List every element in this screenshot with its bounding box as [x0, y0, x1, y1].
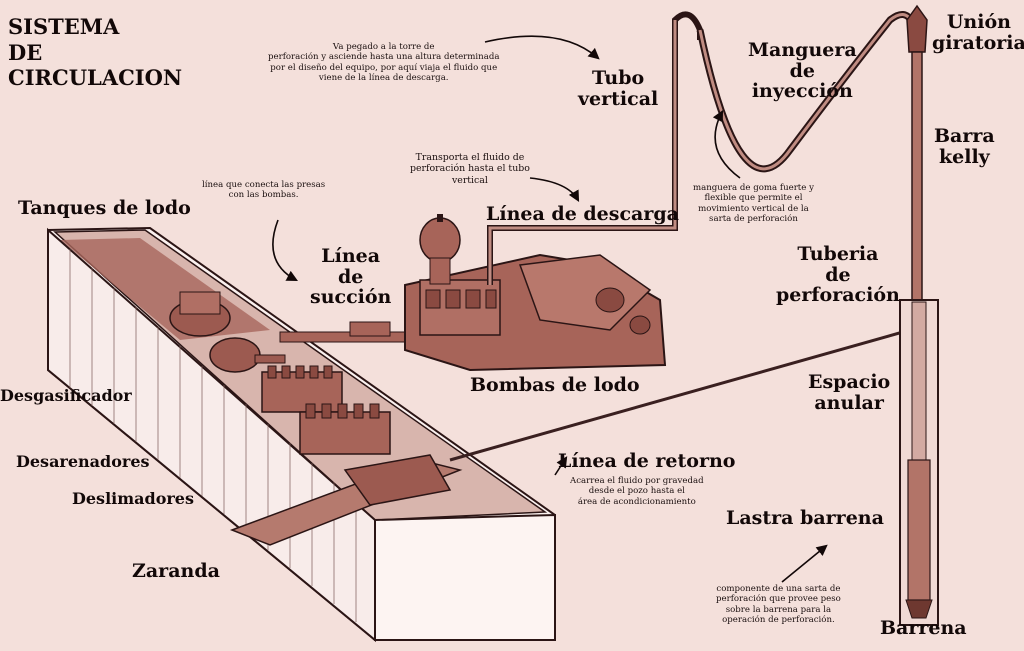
note-line: por el diseño del equipo, por aquí viaja…	[270, 62, 498, 73]
note-linea-succion: línea que conecta las presas con las bom…	[202, 180, 325, 201]
note-tubo-vertical: Va pegado a la torre de perforación y as…	[268, 42, 499, 84]
label-line: giratoria	[932, 31, 1024, 54]
title-line: DE	[8, 39, 43, 65]
arrow-lastra	[781, 544, 828, 583]
label-line: Espacio	[808, 371, 891, 393]
note-lastra-barrena: componente de una sarta de perforación q…	[716, 584, 841, 626]
label-line: kelly	[938, 145, 990, 168]
note-line: sobre la barrena para la	[725, 604, 832, 615]
label-line: de	[789, 59, 816, 82]
note-manguera: manguera de goma fuerte y flexible que p…	[693, 183, 814, 225]
label-linea-succion: Línea de succión	[310, 246, 391, 308]
note-line: perforación que provee peso	[716, 594, 841, 605]
label-line: Manguera	[748, 39, 857, 61]
note-line: manguera de goma fuerte y	[693, 183, 814, 193]
suction-line	[279, 321, 411, 343]
label-barra-kelly: Barra kelly	[934, 126, 995, 167]
label-tubo-vertical: Tubo vertical	[578, 68, 658, 109]
label-barrena: Barrena	[880, 617, 967, 639]
arrow-linea-retorno	[554, 456, 568, 476]
label-union-giratoria: Unión giratoria	[932, 12, 1024, 53]
label-line: Tuberia	[797, 243, 879, 265]
label-tanques-lodo: Tanques de lodo	[18, 197, 191, 219]
label-line: Línea	[321, 245, 381, 267]
label-line: Tubo	[592, 67, 645, 89]
label-line: de	[337, 265, 364, 288]
note-line: perforación hasta el tubo	[410, 163, 530, 175]
label-line: succión	[310, 286, 392, 309]
arrow-manguera	[712, 110, 741, 179]
mud-tank	[47, 226, 556, 643]
label-manguera: Manguera de inyección	[748, 40, 857, 102]
return-line	[449, 328, 911, 462]
note-line: perforación y asciende hasta una altura …	[268, 52, 500, 63]
title-line: CIRCULACION	[8, 65, 183, 91]
label-line: vertical	[578, 87, 659, 110]
label-deslimadores: Deslimadores	[72, 489, 194, 508]
note-line: viene de la línea de descarga.	[318, 73, 449, 84]
note-line: flexible que permite el	[704, 193, 803, 204]
note-line: sarta de perforación	[709, 214, 798, 225]
note-line: Acarrea el fluido por gravedad	[570, 476, 704, 486]
label-bombas-lodo: Bombas de lodo	[470, 374, 640, 396]
note-line: operación de perforación.	[722, 615, 835, 626]
arrow-linea-succion	[272, 219, 298, 282]
note-linea-retorno: Acarrea el fluido por gravedad desde el …	[570, 476, 704, 507]
note-line: área de acondicionamiento	[577, 496, 696, 507]
label-desarenadores: Desarenadores	[16, 452, 150, 471]
label-line: Barra	[934, 125, 995, 147]
label-desgasificador: Desgasificador	[0, 386, 132, 405]
mud-pump	[404, 214, 667, 372]
note-line: con las bombas.	[228, 190, 299, 201]
note-line: línea que conecta las presas	[202, 180, 326, 190]
label-line: perforación	[776, 284, 900, 307]
label-linea-retorno: Línea de retorno	[558, 450, 736, 472]
label-zaranda: Zaranda	[132, 560, 220, 582]
label-line: inyección	[751, 80, 853, 103]
note-line: movimiento vertical de la	[698, 203, 809, 214]
label-tuberia-perforacion: Tuberia de perforación	[776, 244, 900, 306]
note-line: vertical	[451, 174, 488, 186]
note-line: Transporta el fluido de	[415, 152, 525, 163]
note-line: desde el pozo hasta el	[588, 486, 685, 497]
label-espacio-anular: Espacio anular	[808, 372, 890, 413]
note-linea-descarga: Transporta el fluido de perforación hast…	[410, 152, 530, 186]
drill-string	[899, 4, 939, 626]
label-lastra-barrena: Lastra barrena	[726, 507, 884, 529]
note-line: componente de una sarta de	[716, 584, 841, 594]
note-line: Va pegado a la torre de	[332, 42, 435, 52]
arrow-linea-descarga	[529, 177, 580, 202]
label-line: Unión	[946, 11, 1011, 33]
title-line: SISTEMA	[8, 14, 120, 39]
diagram-title: SISTEMA DE CIRCULACION	[8, 14, 182, 91]
label-line: anular	[814, 391, 884, 414]
arrow-tubo-vertical	[484, 35, 600, 60]
label-linea-descarga: Línea de descarga	[486, 203, 679, 225]
label-line: de	[825, 263, 851, 286]
